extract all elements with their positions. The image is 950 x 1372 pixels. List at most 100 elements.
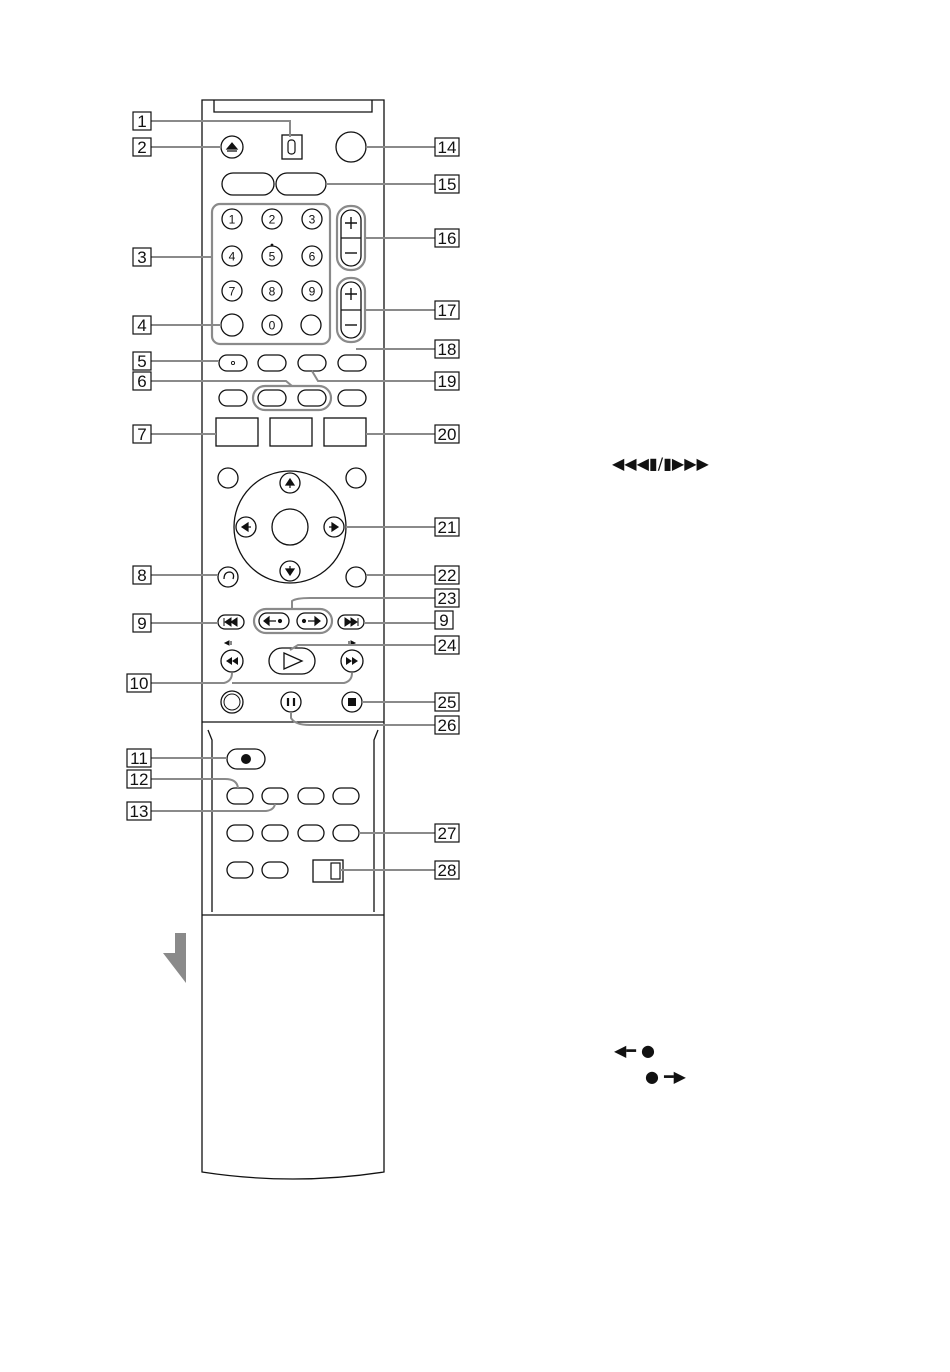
stop-icon	[348, 698, 356, 706]
callout-5: 5	[133, 352, 151, 371]
number-key-8[interactable]: 8	[262, 281, 282, 301]
callout-number: 17	[438, 301, 457, 320]
callout-number: 18	[438, 340, 457, 359]
callout-number: 1	[137, 112, 146, 131]
pill-button[interactable]	[227, 862, 253, 878]
pause-button[interactable]	[281, 692, 301, 712]
callout-18: 18	[435, 340, 459, 359]
square-button-middle[interactable]	[270, 418, 312, 446]
callout-27: 27	[435, 824, 459, 843]
callout-number: 19	[438, 372, 457, 391]
callout-number: 10	[130, 674, 149, 693]
callout-number: 28	[438, 861, 457, 880]
callout-22: 22	[435, 566, 459, 585]
callout-12: 12	[127, 770, 151, 789]
number-key-9[interactable]: 9	[302, 281, 322, 301]
callout-23: 23	[435, 589, 459, 608]
record-icon	[241, 754, 251, 764]
wide-button-right[interactable]	[276, 173, 326, 195]
number-key-4[interactable]: 4	[222, 246, 242, 266]
instant-advance-symbol: ● ━▶	[645, 1067, 687, 1086]
callout-4: 4	[133, 316, 151, 335]
pill-button-6a[interactable]	[258, 390, 286, 406]
callout-21: 21	[435, 518, 459, 537]
number-key-7[interactable]: 7	[222, 281, 242, 301]
callout-number: 16	[438, 229, 457, 248]
callout-6: 6	[133, 372, 151, 391]
pill-button-27[interactable]	[333, 825, 359, 841]
pill-button[interactable]	[227, 825, 253, 841]
callout-number: 27	[438, 824, 457, 843]
number-key-2[interactable]: 2	[262, 209, 282, 229]
callout-number: 4	[137, 316, 146, 335]
callout-9: 9	[435, 611, 453, 630]
pill-button[interactable]	[298, 788, 324, 804]
pill-button[interactable]	[219, 390, 247, 406]
callout-25: 25	[435, 693, 459, 712]
callout-number: 2	[137, 138, 146, 157]
return-button[interactable]	[218, 567, 238, 587]
callout-number: 12	[130, 770, 149, 789]
callout-number: 24	[438, 636, 457, 655]
pill-button-12[interactable]	[227, 788, 253, 804]
round-button-22[interactable]	[346, 567, 366, 587]
callout-number: 22	[438, 566, 457, 585]
number-key-blank[interactable]	[301, 315, 321, 335]
pill-button[interactable]	[298, 825, 324, 841]
mode-switch-knob	[288, 140, 295, 154]
callout-number: 3	[137, 248, 146, 267]
callout-number: 6	[137, 372, 146, 391]
callout-number: 5	[137, 352, 146, 371]
callout-number: 26	[438, 716, 457, 735]
lower-switch-knob	[331, 863, 340, 879]
pill-button[interactable]	[258, 355, 286, 371]
number-key-3[interactable]: 3	[302, 209, 322, 229]
callout-26: 26	[435, 716, 459, 735]
pill-button[interactable]	[262, 862, 288, 878]
wide-button-left[interactable]	[222, 173, 274, 195]
number-key-label: 0	[269, 319, 276, 333]
pill-button-5[interactable]	[219, 355, 247, 371]
number-key-label: 2	[269, 213, 276, 227]
pill-button-6b[interactable]	[298, 390, 326, 406]
callout-14: 14	[435, 138, 459, 157]
number-key-6[interactable]: 6	[302, 246, 322, 266]
callout-15: 15	[435, 175, 459, 194]
callout-number: 23	[438, 589, 457, 608]
number-key-1[interactable]: 1	[222, 209, 242, 229]
pill-button[interactable]	[333, 788, 359, 804]
power-button[interactable]	[336, 132, 366, 162]
callout-13: 13	[127, 802, 151, 821]
dot-mark	[271, 244, 274, 247]
callout-7: 7	[133, 425, 151, 444]
callout-3: 3	[133, 248, 151, 267]
callout-number: 20	[438, 425, 457, 444]
callout-number: 8	[137, 566, 146, 585]
square-button-20[interactable]	[324, 418, 366, 446]
number-key-label: 5	[269, 250, 276, 264]
callout-16: 16	[435, 229, 459, 248]
callout-number: 9	[439, 611, 448, 630]
pill-button[interactable]	[262, 825, 288, 841]
number-key-label: 7	[229, 285, 236, 299]
callout-28: 28	[435, 861, 459, 880]
number-key-0[interactable]: 0	[262, 315, 282, 335]
number-key-label: 8	[269, 285, 276, 299]
round-button-topright[interactable]	[346, 468, 366, 488]
round-button-4[interactable]	[221, 314, 243, 336]
slide-arrow-icon	[163, 933, 186, 983]
number-key-label: 6	[309, 250, 316, 264]
number-key-5[interactable]: 5	[262, 246, 282, 266]
pill-button[interactable]	[338, 390, 366, 406]
callout-9: 9	[133, 614, 151, 633]
pill-button-13[interactable]	[262, 788, 288, 804]
enter-button[interactable]	[272, 509, 308, 545]
pill-button-19[interactable]	[298, 355, 326, 371]
pill-button-18[interactable]	[338, 355, 366, 371]
callout-number: 15	[438, 175, 457, 194]
callout-number: 7	[137, 425, 146, 444]
square-button-7[interactable]	[216, 418, 258, 446]
callout-11: 11	[127, 749, 151, 768]
round-button-topleft[interactable]	[218, 468, 238, 488]
callout-number: 25	[438, 693, 457, 712]
